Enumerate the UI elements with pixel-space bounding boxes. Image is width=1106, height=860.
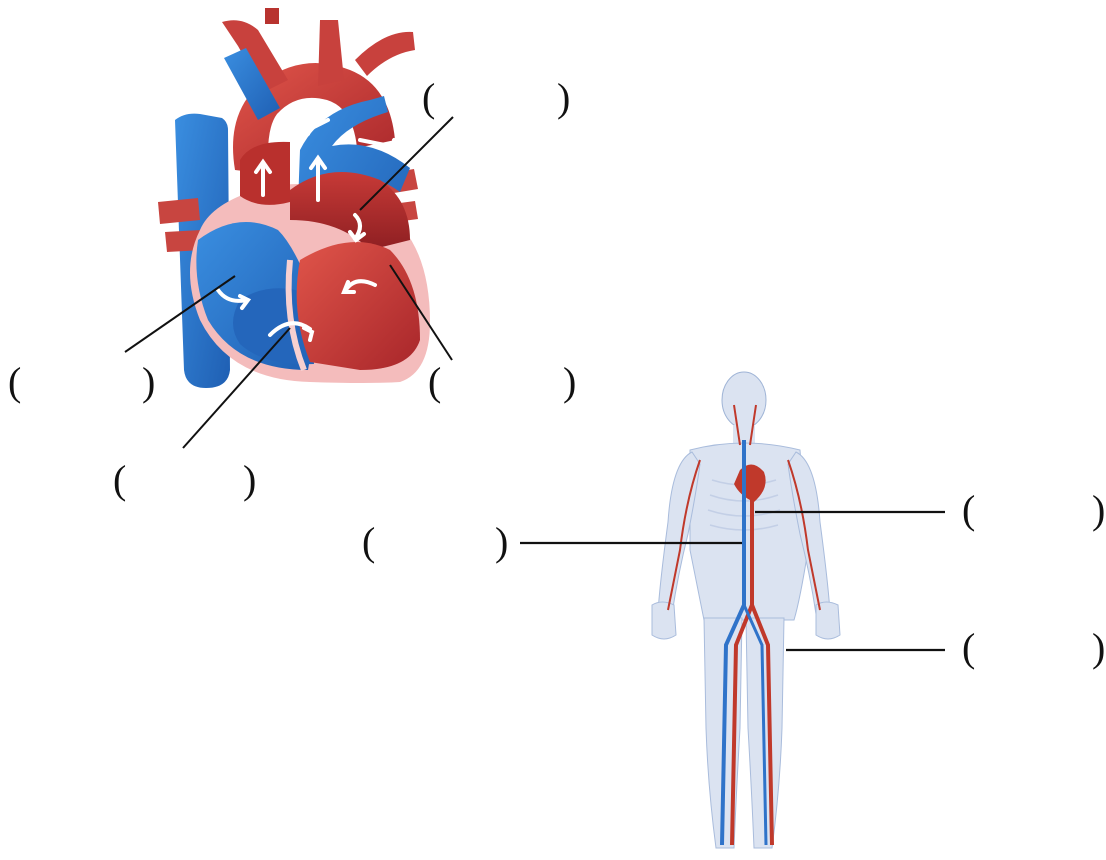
aortic-branch-cap bbox=[265, 8, 279, 24]
label-heart-left-open: ( bbox=[8, 362, 21, 402]
label-heart-right-close: ) bbox=[563, 362, 576, 402]
aortic-branch-2 bbox=[318, 20, 344, 86]
body-hand-left bbox=[652, 602, 676, 639]
label-heart-top-right-open: ( bbox=[422, 78, 435, 118]
label-body-aorta-right-close: ) bbox=[1092, 490, 1105, 530]
label-heart-bottom-close: ) bbox=[243, 460, 256, 500]
label-body-leg-right-open: ( bbox=[962, 628, 975, 668]
label-body-aorta-right-open: ( bbox=[962, 490, 975, 530]
label-heart-top-right-close: ) bbox=[557, 78, 570, 118]
pulmonary-vein-left-upper bbox=[158, 198, 200, 224]
label-heart-left-close: ) bbox=[142, 362, 155, 402]
label-heart-right-open: ( bbox=[428, 362, 441, 402]
aortic-branch-3 bbox=[355, 32, 415, 76]
label-body-vena-left-open: ( bbox=[362, 522, 375, 562]
label-heart-bottom-open: ( bbox=[113, 460, 126, 500]
body-head bbox=[722, 372, 766, 428]
label-body-leg-right-close: ) bbox=[1092, 628, 1105, 668]
label-body-vena-left-close: ) bbox=[495, 522, 508, 562]
human-body bbox=[652, 372, 840, 848]
